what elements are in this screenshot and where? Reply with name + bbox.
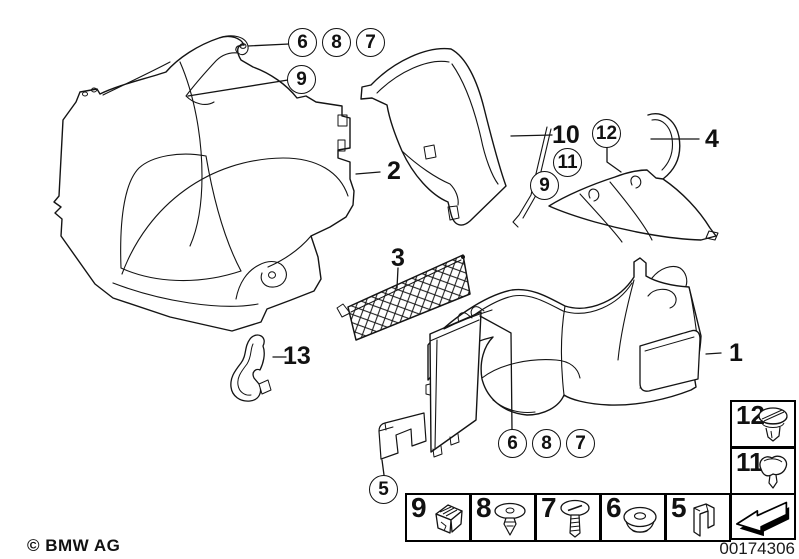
- callout-9-right[interactable]: 9: [530, 171, 559, 200]
- twist-lock-plug-icon: [758, 407, 788, 442]
- diagram-number: 00174306: [719, 539, 795, 558]
- callout-11-right[interactable]: 11: [553, 148, 582, 177]
- callout-9-top[interactable]: 9: [287, 65, 316, 94]
- callout-8-top[interactable]: 8: [322, 28, 351, 57]
- legend-number-7: 7: [541, 492, 557, 523]
- legend-cell-6[interactable]: 6: [600, 492, 666, 542]
- part-label-4[interactable]: 4: [705, 125, 719, 153]
- spring-clip-icon: [435, 504, 463, 534]
- part-label-1[interactable]: 1: [729, 339, 743, 367]
- part-label-3[interactable]: 3: [391, 244, 405, 272]
- part-13-hook-drawing: [230, 334, 272, 402]
- legend-number-5: 5: [671, 492, 687, 523]
- callout-6-top[interactable]: 6: [288, 28, 317, 57]
- callout-5-bottom[interactable]: 5: [369, 475, 398, 504]
- part-3-net-drawing: [336, 254, 471, 341]
- callout-12-right[interactable]: 12: [592, 119, 621, 148]
- legend-cell-direction: [730, 493, 796, 540]
- legend-number-11: 11: [736, 447, 764, 477]
- callout-6-bottom[interactable]: 6: [498, 429, 527, 458]
- direction-arrow-icon: [735, 501, 790, 537]
- legend-cell-7[interactable]: 7: [535, 492, 601, 542]
- callout-7-top[interactable]: 7: [356, 28, 385, 57]
- legend-cell-9[interactable]: 9: [405, 492, 471, 542]
- leader-lines: [187, 43, 722, 476]
- legend-number-9: 9: [411, 492, 427, 523]
- legend-number-8: 8: [476, 492, 492, 523]
- legend-cell-11[interactable]: 11: [730, 447, 796, 495]
- part-10-drawing: [360, 47, 552, 228]
- thumb-knob-icon: [759, 455, 788, 489]
- legend-cell-8[interactable]: 8: [470, 492, 536, 542]
- expanding-rivet-icon: [494, 502, 526, 536]
- part-label-10[interactable]: 10: [552, 121, 580, 149]
- legend-number-6: 6: [606, 492, 622, 523]
- part-2-drawing: [53, 35, 355, 332]
- part-1-drawing: [378, 257, 702, 460]
- callout-7-bottom[interactable]: 7: [566, 429, 595, 458]
- clamp-bracket-icon: [693, 503, 715, 537]
- part-label-2[interactable]: 2: [387, 157, 401, 185]
- grommet-nut-icon: [623, 506, 657, 533]
- callout-8-bottom[interactable]: 8: [532, 429, 561, 458]
- screw-icon: [560, 499, 590, 538]
- legend-cell-5[interactable]: 5: [665, 492, 731, 542]
- legend-cell-12[interactable]: 12: [730, 400, 796, 448]
- part-label-13[interactable]: 13: [283, 342, 311, 370]
- copyright-notice: © BMW AG: [27, 536, 121, 555]
- part-4-drawing: [548, 113, 719, 243]
